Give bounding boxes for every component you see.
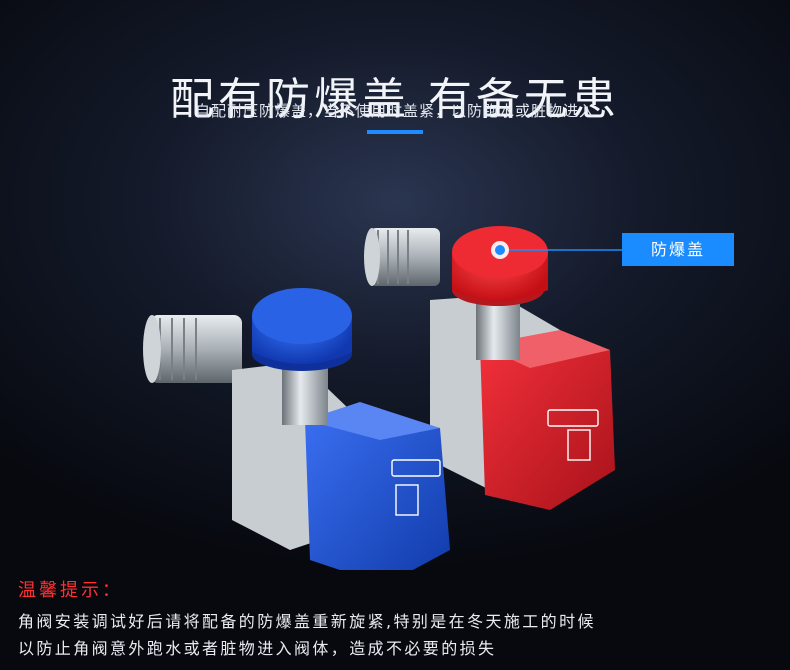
tips-line-2: 以防止角阀意外跑水或者脏物进入阀体，造成不必要的损失 — [18, 639, 497, 658]
page-title: 配有防爆盖 有备无患 — [170, 74, 620, 126]
page-subtitle: 自配耐压防爆盖，当不使用时盖紧，以防跑水或脏物进入 — [194, 102, 595, 120]
title-underline — [367, 130, 423, 134]
explosion-proof-cap-label: 防爆盖 — [622, 233, 734, 266]
tips-heading: 温馨提示： — [18, 580, 123, 601]
product-image-angle-valves — [143, 226, 622, 570]
tips-line-1: 角阀安装调试好后请将配备的防爆盖重新旋紧,特别是在冬天施工的时候 — [18, 612, 596, 631]
callout-pointer — [491, 241, 622, 259]
red-angle-valve — [364, 226, 615, 510]
blue-angle-valve — [143, 288, 450, 570]
